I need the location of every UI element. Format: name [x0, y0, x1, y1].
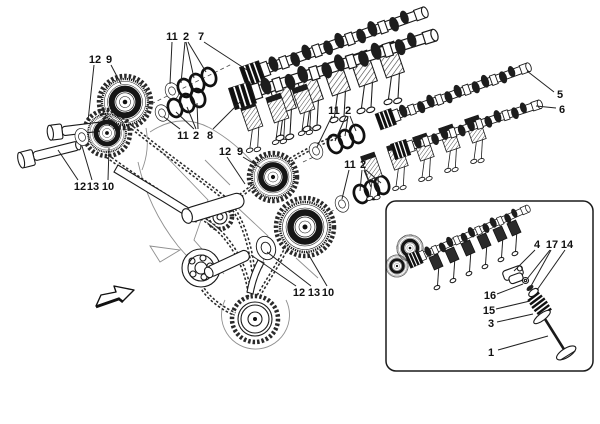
cam-variator-gear — [252, 156, 294, 198]
callout-leader — [535, 105, 557, 109]
callout-leader — [110, 64, 122, 85]
callout-label: 6 — [559, 104, 565, 116]
callout-label: 12 — [219, 146, 231, 158]
callout-leader — [496, 283, 524, 295]
cylinder-head-bank1 — [227, 1, 442, 156]
callout-leader — [81, 145, 93, 181]
callout-leader — [242, 156, 262, 169]
callout-leader — [526, 70, 555, 93]
callout-leader — [180, 41, 186, 84]
callout-leader — [187, 41, 207, 73]
callout-leader — [530, 249, 552, 287]
callout-label: 8 — [207, 130, 213, 142]
callout-label: 2 — [183, 31, 189, 43]
callout-label: 11 — [344, 159, 356, 171]
callout-label: 9 — [237, 146, 243, 158]
callout-leader — [496, 313, 534, 323]
callout-label: 15 — [483, 305, 495, 317]
o-ring — [198, 64, 220, 90]
chain-guides — [113, 164, 265, 295]
valve-cotters — [526, 285, 534, 291]
callout-label: 9 — [106, 54, 112, 66]
callout-label: 12 — [293, 287, 305, 299]
callout-leader — [163, 116, 181, 130]
callout-leader — [344, 115, 349, 137]
valve-spring — [527, 291, 552, 318]
callout-leader — [203, 41, 248, 71]
callout-label: 1 — [488, 347, 494, 359]
cam-variator-gear — [102, 79, 148, 125]
inset-valve-detail — [502, 265, 577, 361]
callout-label: 4 — [534, 239, 541, 251]
callout-leader — [513, 249, 536, 272]
callout-leader — [334, 115, 347, 142]
callout-label: 2 — [193, 130, 199, 142]
callout-leader — [306, 251, 328, 287]
callout-label: 11 — [166, 31, 178, 43]
callout-label: 13 — [87, 181, 99, 193]
callout-label: 12 — [74, 181, 86, 193]
valve — [543, 318, 577, 361]
cam-variator-gear — [88, 114, 126, 152]
callout-label: 7 — [198, 31, 204, 43]
callout-leader — [363, 169, 372, 188]
stud-bolt — [203, 249, 250, 279]
callout-leader — [107, 147, 110, 181]
callout-leader — [341, 169, 350, 200]
seal-rings — [144, 63, 393, 215]
o-ring — [346, 121, 368, 147]
callout-label: 11 — [177, 130, 189, 142]
callout-leader — [57, 149, 79, 181]
callout-label: 2 — [360, 159, 366, 171]
center-camshaft-drive — [181, 156, 330, 279]
callout-leader — [169, 41, 173, 85]
pivot-pin — [181, 192, 245, 224]
callout-leader — [495, 300, 531, 310]
finger-follower — [502, 265, 524, 285]
callout-leader — [87, 64, 95, 122]
callout-leader — [186, 106, 197, 130]
stud-bolt — [17, 140, 82, 169]
callout-label: 5 — [557, 89, 563, 101]
callout-label: 14 — [561, 239, 574, 251]
callout-leader — [526, 249, 551, 280]
callout-label: 17 — [546, 239, 558, 251]
inset-panel — [384, 200, 594, 372]
callout-leader — [250, 254, 297, 287]
callout-label: 12 — [89, 54, 101, 66]
callout-label: 3 — [488, 318, 494, 330]
callout-leader — [196, 102, 199, 130]
callout-leader — [212, 100, 242, 130]
callout-leader — [359, 169, 363, 192]
valve-shim — [521, 276, 530, 285]
callout-leader — [226, 156, 246, 185]
direction-arrow-icon — [95, 285, 135, 309]
left-camshaft-drive — [17, 79, 148, 169]
callout-leader — [185, 41, 195, 79]
callout-label: 10 — [102, 181, 114, 193]
callout-label: 13 — [308, 287, 320, 299]
cylinder-head-bank2 — [352, 57, 546, 204]
callout-leader — [365, 169, 382, 184]
callout-leader — [497, 335, 549, 351]
callout-label: 2 — [345, 105, 351, 117]
callout-leader — [316, 115, 333, 148]
callout-label: 16 — [484, 290, 496, 302]
cam-variator-gear — [280, 202, 330, 252]
callout-label: 11 — [328, 105, 340, 117]
callout-leader — [349, 115, 357, 132]
crankshaft-sprocket — [237, 301, 273, 337]
callout-leader — [175, 111, 195, 130]
callout-label: 10 — [322, 287, 334, 299]
callout-leader — [536, 249, 566, 291]
callout-leader — [266, 251, 312, 287]
